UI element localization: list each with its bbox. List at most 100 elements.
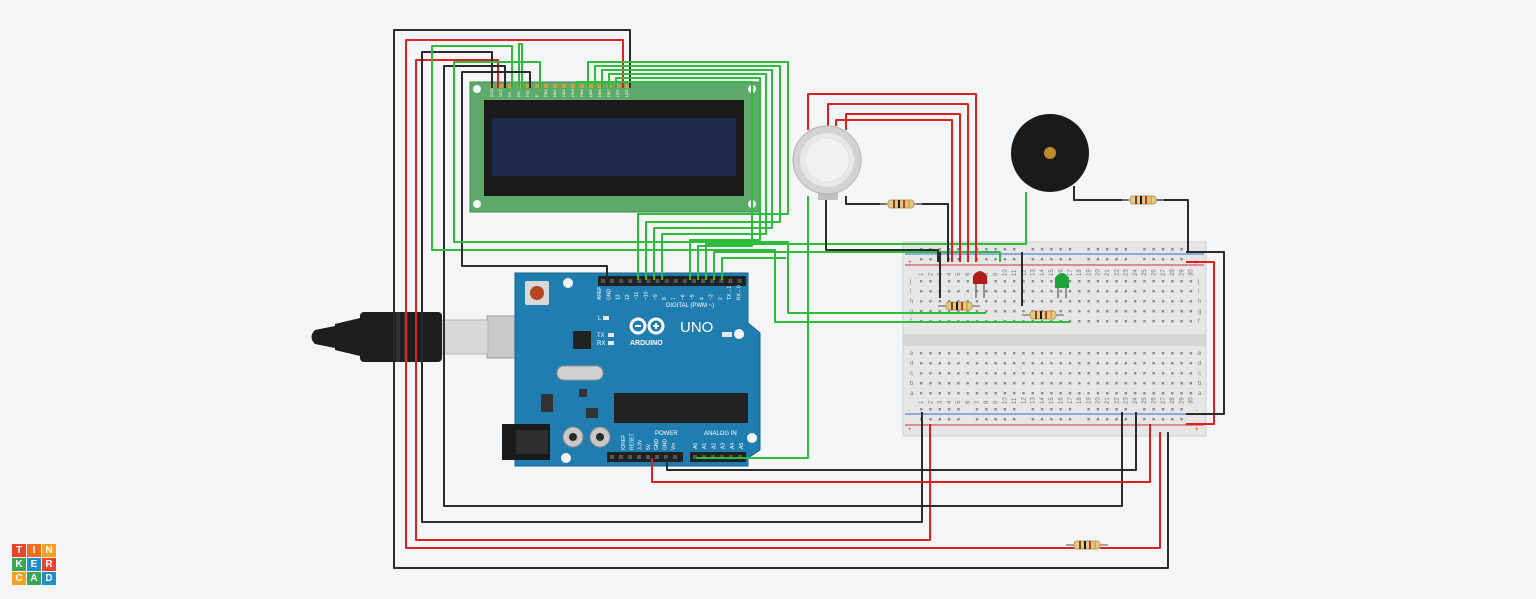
bb-hole[interactable] — [966, 280, 969, 283]
bb-hole[interactable] — [1152, 280, 1155, 283]
bb-hole[interactable] — [1087, 418, 1090, 421]
bb-hole[interactable] — [1059, 418, 1062, 421]
resistor-sensor[interactable] — [880, 199, 922, 209]
bb-hole[interactable] — [1003, 290, 1007, 293]
wires[interactable] — [393, 29, 1225, 569]
bb-hole[interactable] — [1040, 248, 1044, 251]
bb-hole[interactable] — [1161, 310, 1165, 313]
bb-hole[interactable] — [1171, 248, 1174, 251]
bb-hole[interactable] — [1013, 280, 1016, 283]
bb-hole[interactable] — [957, 258, 960, 261]
lcd-pin[interactable] — [571, 84, 575, 88]
bb-hole[interactable] — [1031, 352, 1034, 355]
bb-hole[interactable] — [1031, 408, 1034, 411]
bb-hole[interactable] — [1133, 310, 1137, 313]
bb-hole[interactable] — [1096, 320, 1100, 323]
bb-hole[interactable] — [985, 248, 988, 251]
bb-hole[interactable] — [1096, 248, 1100, 251]
bb-hole[interactable] — [1161, 320, 1165, 323]
wire-red-inner[interactable] — [415, 59, 931, 541]
bb-hole[interactable] — [1143, 320, 1146, 323]
bb-hole[interactable] — [1050, 418, 1053, 421]
header-pin[interactable] — [693, 455, 697, 459]
bb-hole[interactable] — [1161, 362, 1165, 365]
bb-hole[interactable] — [975, 310, 979, 313]
bb-hole[interactable] — [1161, 280, 1165, 283]
bb-hole[interactable] — [1087, 258, 1090, 261]
bb-hole[interactable] — [1087, 280, 1090, 283]
bb-hole[interactable] — [1133, 382, 1137, 385]
bb-hole[interactable] — [957, 248, 960, 251]
bb-hole[interactable] — [1152, 320, 1155, 323]
bb-hole[interactable] — [1106, 382, 1109, 385]
bb-hole[interactable] — [1161, 392, 1165, 395]
bb-hole[interactable] — [1096, 418, 1100, 421]
wire-black-sensor[interactable] — [825, 196, 939, 262]
bb-hole[interactable] — [1143, 300, 1146, 303]
bb-hole[interactable] — [1096, 408, 1100, 411]
bb-hole[interactable] — [957, 372, 960, 375]
bb-hole[interactable] — [1124, 248, 1127, 251]
bb-hole[interactable] — [1124, 310, 1127, 313]
bb-hole[interactable] — [1013, 392, 1016, 395]
gas-sensor[interactable] — [792, 125, 862, 200]
bb-hole[interactable] — [985, 300, 988, 303]
bb-hole[interactable] — [1180, 382, 1183, 385]
bb-hole[interactable] — [1106, 418, 1109, 421]
bb-hole[interactable] — [1189, 352, 1193, 355]
bb-hole[interactable] — [1040, 352, 1044, 355]
bb-hole[interactable] — [1106, 310, 1109, 313]
bb-hole[interactable] — [1050, 372, 1053, 375]
bb-hole[interactable] — [1106, 352, 1109, 355]
bb-hole[interactable] — [1189, 280, 1193, 283]
bb-hole[interactable] — [1143, 372, 1146, 375]
lcd-pin[interactable] — [508, 84, 512, 88]
bb-hole[interactable] — [966, 300, 969, 303]
bb-hole[interactable] — [1180, 290, 1183, 293]
bb-hole[interactable] — [1059, 352, 1062, 355]
bb-hole[interactable] — [1189, 362, 1193, 365]
bb-hole[interactable] — [1171, 418, 1174, 421]
bb-hole[interactable] — [1171, 290, 1174, 293]
bb-hole[interactable] — [1003, 280, 1007, 283]
bb-hole[interactable] — [1078, 382, 1081, 385]
bb-hole[interactable] — [1124, 300, 1127, 303]
bb-hole[interactable] — [985, 352, 988, 355]
bb-hole[interactable] — [1022, 382, 1025, 385]
bb-hole[interactable] — [1189, 310, 1193, 313]
bb-hole[interactable] — [994, 280, 997, 283]
bb-hole[interactable] — [1180, 300, 1183, 303]
wire-green-db4[interactable] — [587, 61, 789, 280]
bb-hole[interactable] — [1161, 408, 1165, 411]
bb-hole[interactable] — [1031, 248, 1034, 251]
bb-hole[interactable] — [1078, 310, 1081, 313]
wire-red-sensor1[interactable] — [807, 93, 977, 262]
header-pin[interactable] — [710, 279, 715, 283]
bb-hole[interactable] — [1180, 418, 1183, 421]
header-pin[interactable] — [719, 279, 724, 283]
header-pin[interactable] — [646, 279, 651, 283]
bb-hole[interactable] — [929, 382, 932, 385]
wire-green-db5[interactable] — [594, 65, 781, 280]
wire-black-lcd3[interactable] — [461, 71, 608, 278]
bb-hole[interactable] — [1180, 352, 1183, 355]
bb-hole[interactable] — [994, 300, 997, 303]
bb-hole[interactable] — [1124, 408, 1127, 411]
bb-hole[interactable] — [966, 382, 969, 385]
header-pin[interactable] — [619, 455, 623, 459]
bb-hole[interactable] — [1013, 382, 1016, 385]
bb-hole[interactable] — [1152, 352, 1155, 355]
bb-hole[interactable] — [985, 408, 988, 411]
bb-hole[interactable] — [938, 382, 941, 385]
bb-hole[interactable] — [1087, 320, 1090, 323]
arduino-uno-board[interactable]: L TX RX ON UNO ARDUINO DIGITAL (PWM ~) P… — [502, 272, 761, 467]
resistor-buzzer[interactable] — [1122, 195, 1164, 205]
bb-hole[interactable] — [1115, 280, 1118, 283]
bb-hole[interactable] — [1087, 382, 1090, 385]
resistors[interactable] — [880, 195, 1164, 550]
bb-hole[interactable] — [1189, 290, 1193, 293]
bb-hole[interactable] — [1189, 372, 1193, 375]
bb-hole[interactable] — [1133, 392, 1137, 395]
bb-hole[interactable] — [1096, 290, 1100, 293]
bb-hole[interactable] — [1180, 258, 1183, 261]
